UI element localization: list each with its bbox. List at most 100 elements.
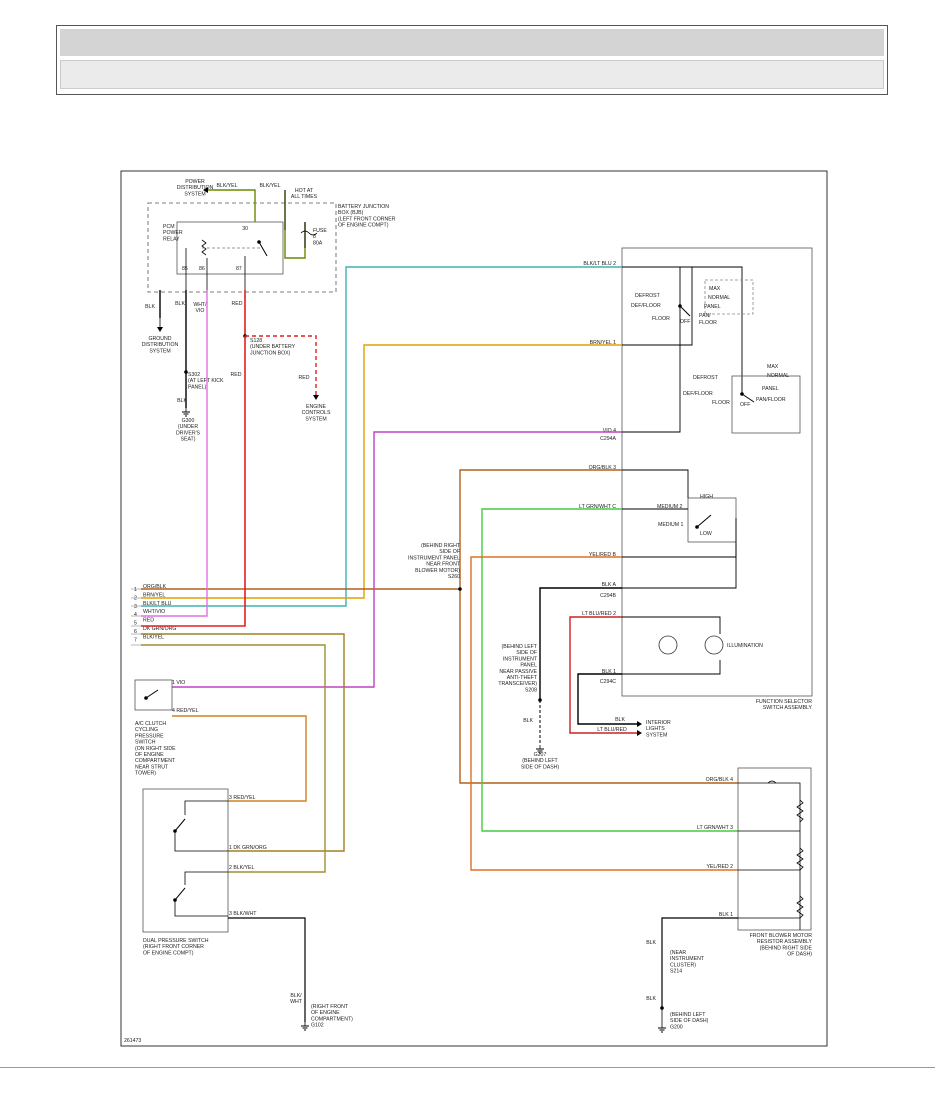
label-floor2: FLOOR [712,400,730,406]
wire-red-yel [172,715,307,802]
label-ac_switch: PRESSURE [135,733,164,739]
label-ground_dist: GROUND [148,336,171,342]
label-max2: MAX [767,364,779,370]
label-s128: JUNCTION BOX) [250,350,291,356]
label-resistor_assy: OF DASH) [787,952,812,958]
illumination-bulb-icon [658,635,678,655]
label-pin86: 86 [199,266,205,272]
dp-internal-a [174,831,228,852]
label-blk_1b: BLK 1 [719,912,733,918]
mode-switch-upper-blade [679,305,691,317]
label-g200: SIDE OF DASH) [670,1018,709,1024]
label-engine_ctrl: CONTROLS [302,410,331,416]
label-battery_jb: (LEFT FRONT CORNER [338,216,396,222]
label-blk_b: BLK [175,301,185,307]
label-pwr_dist: SYSTEM [184,191,205,197]
label-g207: G207 [534,752,547,758]
battery-junction-box [147,202,337,293]
wire-lt-blu-red [569,616,640,734]
label-g207: SIDE OF DASH) [521,764,560,770]
label-wire_list: BLK/YEL [143,634,164,640]
mode-switch-upper-dashed [704,279,754,315]
ac-clutch-switch-blade [145,689,159,699]
ground-dist-arrow-icon [157,327,163,332]
label-wire_nums: 6 [134,629,137,635]
label-g300: (UNDER [178,424,198,430]
label-blk_d: BLK [523,718,533,724]
label-s214: S214 [670,969,682,975]
label-s214: INSTRUMENT [670,956,705,962]
dp-internal-b [184,800,228,815]
label-blk_a: BLK [145,304,155,310]
label-s260: S260 [448,574,460,580]
resistor-rail [738,782,801,930]
illumination-bulb-icon-2 [704,635,724,655]
label-wire_nums: 4 [134,612,137,618]
label-ac_switch: COMPARTMENT [135,758,176,764]
s260-splice [458,587,462,591]
label-interior_lights: INTERIOR [646,720,671,726]
function-selector-switch-box [621,247,813,697]
fs-illum-top [622,616,721,634]
label-dp_pin1: 1 DK GRN/ORG [229,845,267,851]
label-blk_1: BLK 1 [602,669,616,675]
wire-blk-ltblu [141,266,622,607]
engine-controls-arrow-icon [313,395,319,400]
wire-wht-vio [141,290,208,617]
label-wht_vio: WHT/ [193,302,207,308]
interior-arrow-icon-2 [637,730,642,736]
wire-blk-s208 [539,587,622,700]
fs-speed-blk [622,542,737,589]
label-pan_floor: PAN/ [699,313,711,319]
label-ac_switch: A/C CLUTCH [135,721,166,727]
header-title-bar [60,29,884,56]
resistor-icon-0 [796,799,804,823]
label-s208: SIDE OF [516,650,537,656]
label-battery_jb: BATTERY JUNCTION [338,204,389,210]
label-g102: COMPARTMENT) [311,1016,353,1022]
fs-internal-c [622,267,681,433]
label-panel: PANEL [704,304,721,310]
label-medium2: MEDIUM 2 [657,504,682,510]
wire-brn-yel [141,344,622,599]
header-subtitle-bar [60,60,884,89]
label-engine_ctrl: ENGINE [306,404,326,410]
label-s302: PANEL) [188,384,207,390]
label-resistor_assy: RESISTOR ASSEMBLY [757,939,813,945]
label-pan_floor2: PAN/FLOOR [756,397,786,403]
label-s260: INSTRUMENT PANEL [408,555,460,561]
diagram-frame [120,170,828,1047]
label-dp_pin2: 2 BLK/YEL [229,865,254,871]
mode-switch-lower-box [731,375,801,434]
label-brn_yel_1: BRN/YEL 1 [590,340,616,346]
interior-arrow-icon-1 [637,721,642,727]
label-panel2: PANEL [762,386,779,392]
label-blk_e: BLK [615,717,625,723]
label-s208: INSTRUMENT [503,656,538,662]
label-defrost2: DEFROST [693,375,719,381]
mode-switch-lower-blade [741,393,755,403]
label-lt_blu_red_x: LT BLU/RED [597,727,627,733]
wire-blk-interior [577,673,640,725]
label-ac_switch: OF ENGINE [135,752,164,758]
pwr-dist-arrow-icon [203,187,208,193]
label-high: HIGH [700,494,713,500]
label-pin87: 87 [236,266,242,272]
wire-red-engine [245,335,317,395]
label-hot_at_all_times: HOT AT [295,188,314,194]
label-blk_wht_s: BLK/ [290,993,302,999]
wire-dk-grn-org [141,633,345,852]
label-pin85: 85 [182,266,188,272]
label-g200: G200 [670,1024,683,1030]
header-panel [56,25,888,95]
label-pan_floor: FLOOR [699,320,717,326]
speed-switch-blade [696,514,712,528]
label-blk_f: BLK [646,940,656,946]
label-resistor_assy: FRONT BLOWER MOTOR [750,933,813,939]
label-g300: G300 [182,418,195,424]
label-interior_lights: SYSTEM [646,732,667,738]
label-pcm_relay: RELAY [163,236,180,242]
label-red_a: RED [232,301,243,307]
dp-internal-c [184,871,228,885]
label-wire_nums: 5 [134,621,137,627]
